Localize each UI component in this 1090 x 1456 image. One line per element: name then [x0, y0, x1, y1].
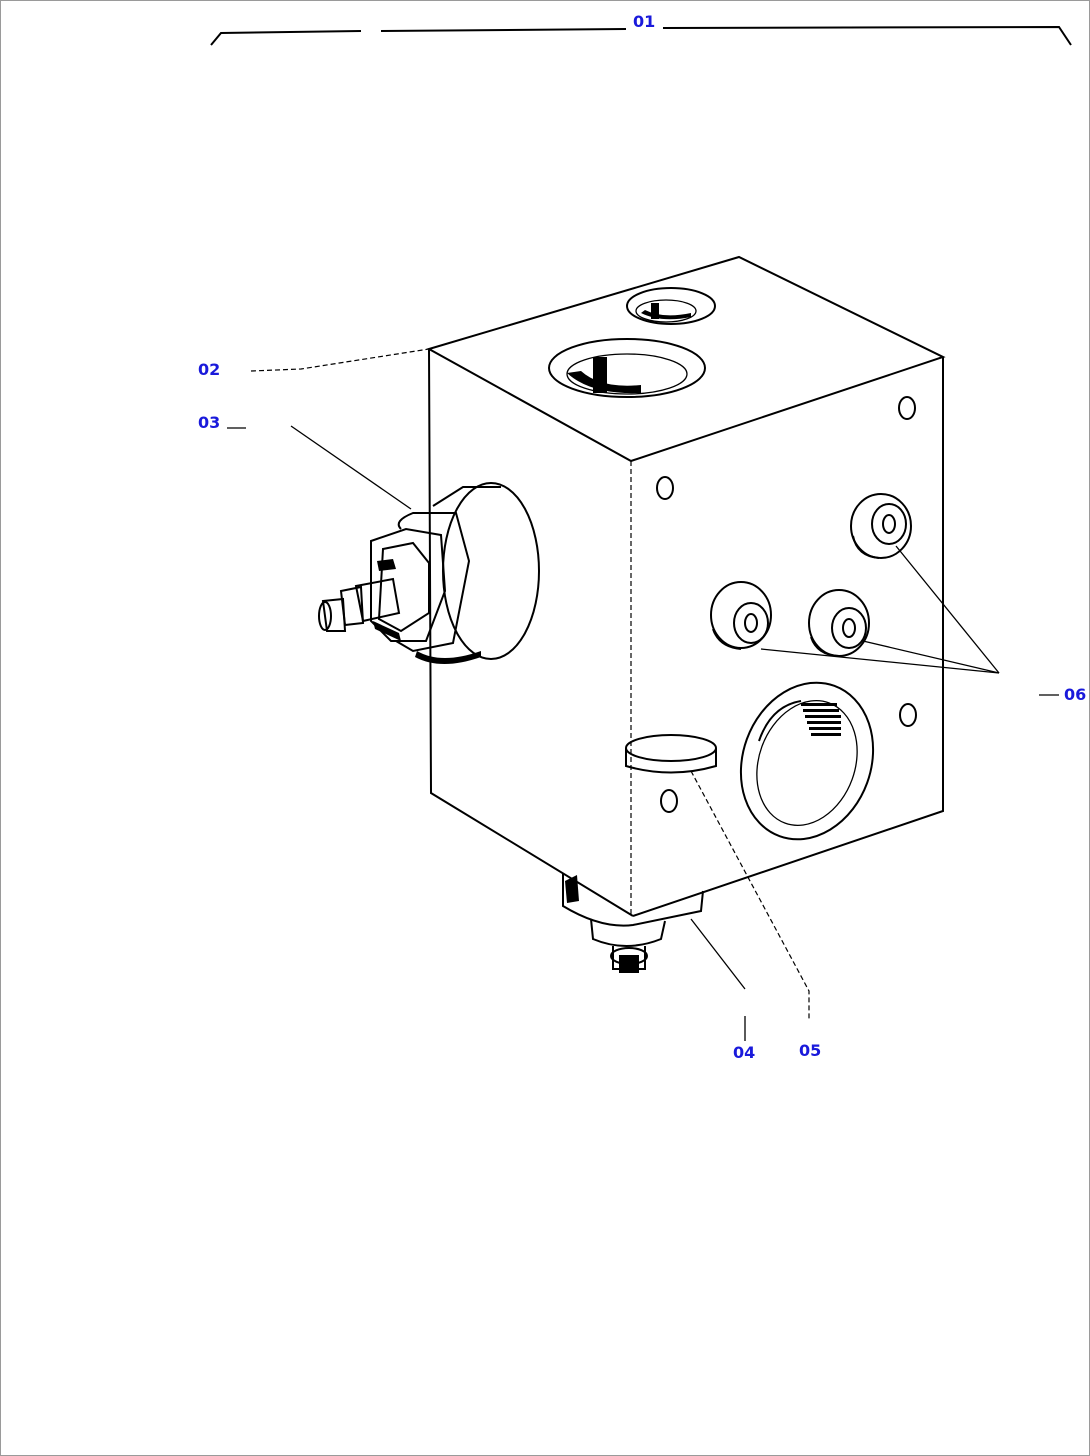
callout-05[interactable]: 05 [799, 1041, 822, 1060]
callout-02[interactable]: 02 [198, 360, 221, 379]
plug-middle-left [710, 581, 772, 650]
plug-middle-right [808, 589, 870, 657]
mounting-holes [656, 396, 917, 813]
valve-block-body [426, 255, 946, 917]
callout-03[interactable]: 03 [198, 413, 221, 432]
orifice-plug [625, 734, 717, 774]
side-port-threaded [739, 681, 875, 841]
side-cartridge-valve [318, 482, 540, 664]
top-port-large [548, 338, 706, 398]
leader-lines [227, 348, 1059, 1041]
callout-04[interactable]: 04 [733, 1043, 756, 1062]
bottom-cartridge-valve [562, 873, 704, 973]
assembly-bracket [210, 25, 1072, 46]
top-port-small [626, 287, 716, 325]
plug-upper-right [850, 493, 912, 559]
callout-06[interactable]: 06 [1064, 685, 1087, 704]
callout-01[interactable]: 01 [633, 12, 656, 31]
